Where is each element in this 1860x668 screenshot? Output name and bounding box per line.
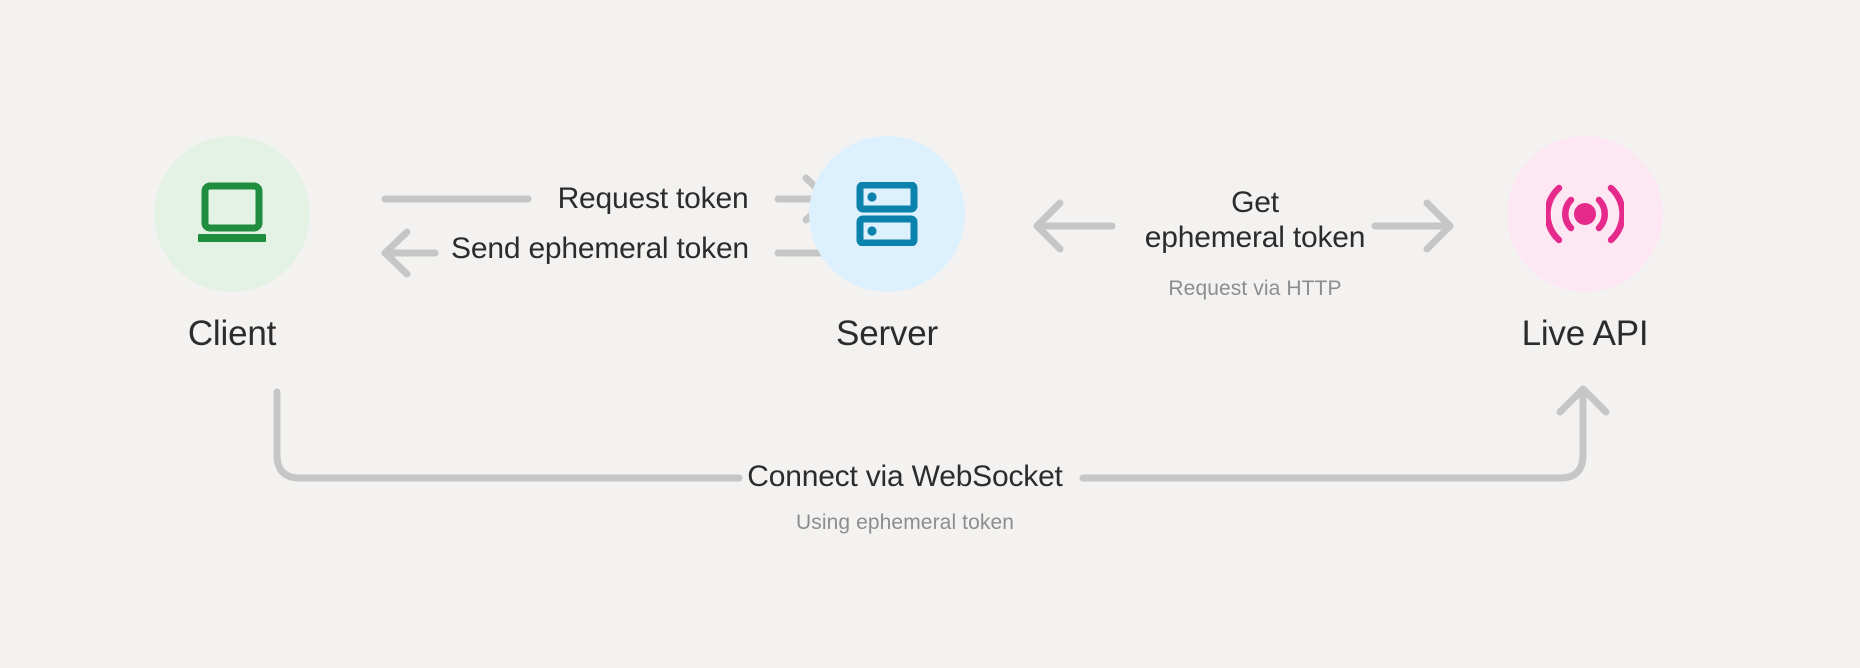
node-live-api[interactable]: Live API [1475,136,1695,354]
live-api-label: Live API [1521,314,1649,353]
websocket-arrow-up-icon [1556,385,1610,416]
arrow-left-icon [381,228,439,278]
server-label: Server [836,314,938,353]
websocket-connector-path-right [1079,386,1587,482]
edge-label-connect-via-websocket: Connect via WebSocket [747,460,1063,493]
server-circle [809,136,965,292]
node-server[interactable]: Server [777,136,997,354]
websocket-connector-path [273,388,743,482]
node-client[interactable]: Client [122,136,342,354]
live-api-circle [1507,136,1663,292]
edge-label-get-ephemeral-token: Get ephemeral token [1105,185,1405,256]
edge-sublabel-using-ephemeral-token: Using ephemeral token [795,511,1015,534]
edge-sublabel-request-via-http: Request via HTTP [1168,277,1342,300]
arrow-right-to-liveapi-icon [1371,199,1454,253]
server-icon [856,182,918,246]
edge-label-request-token: Request token [557,182,749,215]
arrow-left-to-server-icon [1033,199,1116,253]
client-circle [154,136,310,292]
client-label: Client [187,314,277,353]
edge-label-get-token-line1: Get [1231,186,1279,219]
broadcast-icon [1546,184,1624,244]
edge-label-get-token-line2: ephemeral token [1144,221,1366,255]
laptop-icon [198,182,266,242]
edge-label-send-ephemeral-token: Send ephemeral token [451,232,749,265]
